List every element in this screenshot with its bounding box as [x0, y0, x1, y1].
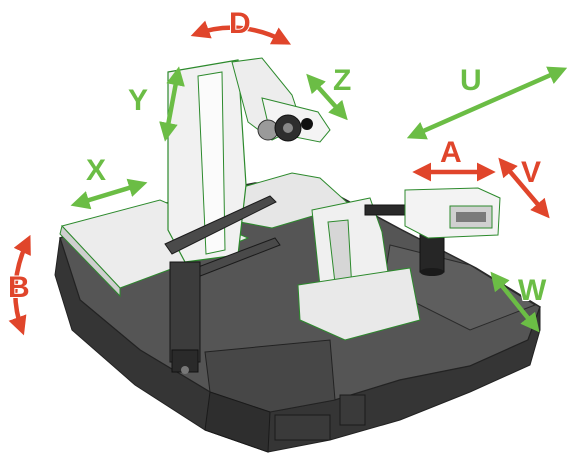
axis-b-label: B — [8, 271, 30, 304]
axis-y-arrow — [159, 66, 185, 142]
axis-b-arrow — [8, 234, 31, 336]
vise-base — [297, 267, 421, 341]
clamp-arm — [164, 195, 277, 255]
axis-x-arrow — [70, 178, 148, 210]
cylinder — [419, 231, 445, 273]
feed-table-edge — [59, 224, 121, 298]
saw-column-side — [197, 71, 226, 255]
axis-z-label: Z — [333, 64, 351, 97]
clamp-post — [169, 261, 201, 363]
axis-v-arrow — [498, 157, 550, 219]
machine-illustration — [54, 57, 541, 453]
machine-front-box — [204, 339, 336, 413]
axis-labels: D Y Z U X A V B W — [7, 6, 548, 308]
axis-u-label: U — [460, 64, 482, 97]
axis-u-arrow — [406, 66, 568, 140]
axis-w-arrow — [490, 271, 540, 333]
axis-y-label: Y — [128, 84, 148, 117]
axis-w-label: W — [518, 274, 547, 307]
axis-d-label: D — [229, 7, 251, 40]
axis-arrows — [8, 20, 568, 336]
axis-x-label: X — [86, 154, 106, 187]
axis-z-arrow — [306, 73, 348, 121]
axis-d-arrow — [190, 20, 292, 45]
machine-front-box-face — [204, 391, 271, 453]
axis-a-label: A — [440, 136, 462, 169]
axis-v-label: V — [521, 156, 541, 189]
